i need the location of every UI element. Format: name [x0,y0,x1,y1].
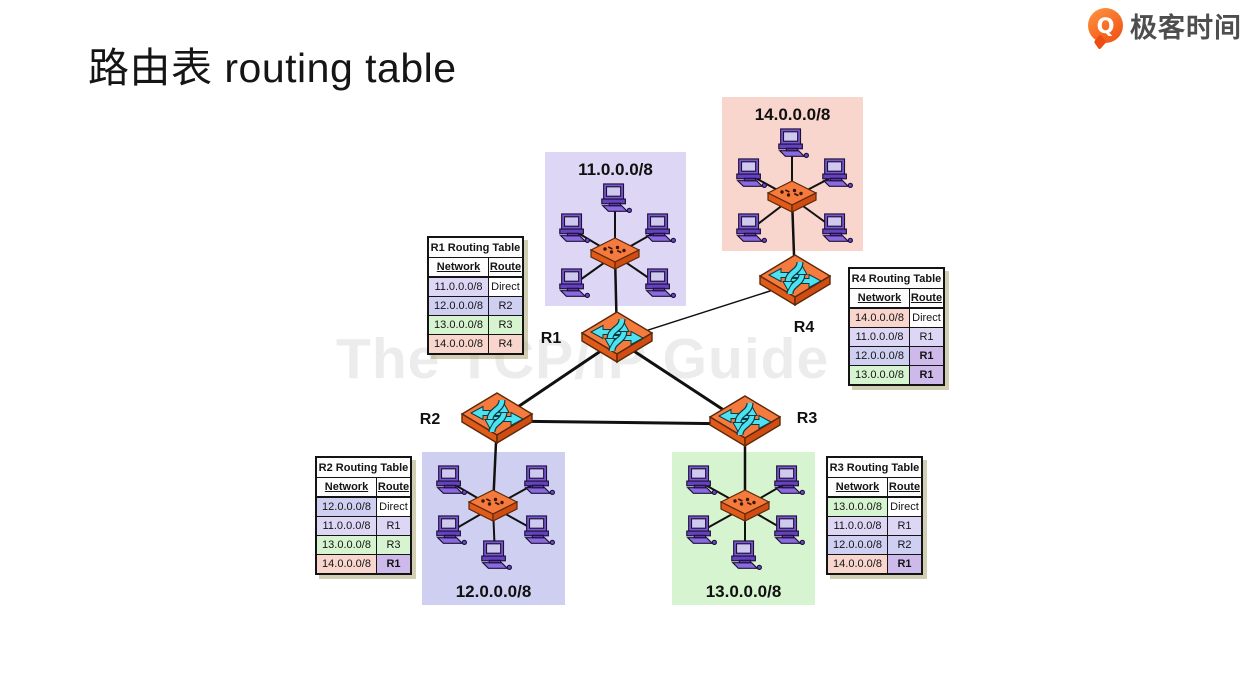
network-label-12: 12.0.0.0/8 [455,582,532,601]
table-row: 12.0.0.0/8 R2 [828,536,921,555]
computer-icon [769,465,807,499]
computer-icon [731,213,769,247]
router-icon-r2 [459,391,535,451]
routing-table-r1: R1 Routing Table Network Route 11.0.0.0/… [427,236,524,355]
computer-icon [681,515,719,549]
router-label-r4: R4 [793,319,815,336]
router-label-r3: R3 [796,410,818,427]
table-row: 13.0.0.0/8 R3 [317,536,410,555]
computer-icon [817,158,855,192]
computer-icon [640,268,678,302]
table-title: R3 Routing Table [828,458,921,478]
link-r2-r3 [495,419,747,426]
computer-icon [554,213,592,247]
router-label-r1: R1 [540,330,562,347]
table-row: 12.0.0.0/8 R2 [429,297,522,316]
geektime-q-icon: Q [1088,8,1123,43]
table-row: 14.0.0.0/8 R1 [828,555,921,573]
table-row: 12.0.0.0/8 Direct [317,498,410,517]
computer-icon [640,213,678,247]
table-row: 13.0.0.0/8 R1 [850,366,943,384]
computer-icon [596,183,634,217]
routing-table-r2: R2 Routing Table Network Route 12.0.0.0/… [315,456,412,575]
computer-icon [519,465,557,499]
table-row: 11.0.0.0/8 Direct [429,278,522,297]
table-row: 14.0.0.0/8 R1 [317,555,410,573]
table-row: 11.0.0.0/8 R1 [850,328,943,347]
table-title: R4 Routing Table [850,269,943,289]
computer-icon [681,465,719,499]
table-row: 13.0.0.0/8 R3 [429,316,522,335]
computer-icon [554,268,592,302]
table-row: 14.0.0.0/8 R4 [429,335,522,353]
computer-icon [431,515,469,549]
hub-icon [467,488,519,526]
router-label-r2: R2 [419,411,441,428]
computer-icon [519,515,557,549]
table-row: 13.0.0.0/8 Direct [828,498,921,517]
table-header: Network Route [828,478,921,498]
geektime-logo: Q 极客时间 [1088,6,1242,45]
computer-icon [769,515,807,549]
computer-icon [726,540,764,574]
computer-icon [817,213,855,247]
router-icon-r3 [707,394,783,454]
table-row: 12.0.0.0/8 R1 [850,347,943,366]
table-row: 11.0.0.0/8 R1 [828,517,921,536]
geektime-logo-text: 极客时间 [1130,13,1242,43]
network-label-14: 14.0.0.0/8 [754,105,831,124]
computer-icon [773,128,811,162]
table-row: 14.0.0.0/8 Direct [850,309,943,328]
table-title: R1 Routing Table [429,238,522,258]
hub-icon [719,488,771,526]
table-header: Network Route [429,258,522,278]
table-header: Network Route [850,289,943,309]
routing-table-r3: R3 Routing Table Network Route 13.0.0.0/… [826,456,923,575]
router-icon-r4 [757,253,833,313]
table-header: Network Route [317,478,410,498]
table-row: 11.0.0.0/8 R1 [317,517,410,536]
routing-table-r4: R4 Routing Table Network Route 14.0.0.0/… [848,267,945,386]
network-label-13: 13.0.0.0/8 [705,582,782,601]
computer-icon [431,465,469,499]
computer-icon [476,540,514,574]
hub-icon [589,236,641,274]
page-title: 路由表 routing table [88,45,457,91]
table-title: R2 Routing Table [317,458,410,478]
router-icon-r1 [579,310,655,370]
computer-icon [731,158,769,192]
network-label-11: 11.0.0.0/8 [578,160,653,179]
hub-icon [766,179,818,217]
